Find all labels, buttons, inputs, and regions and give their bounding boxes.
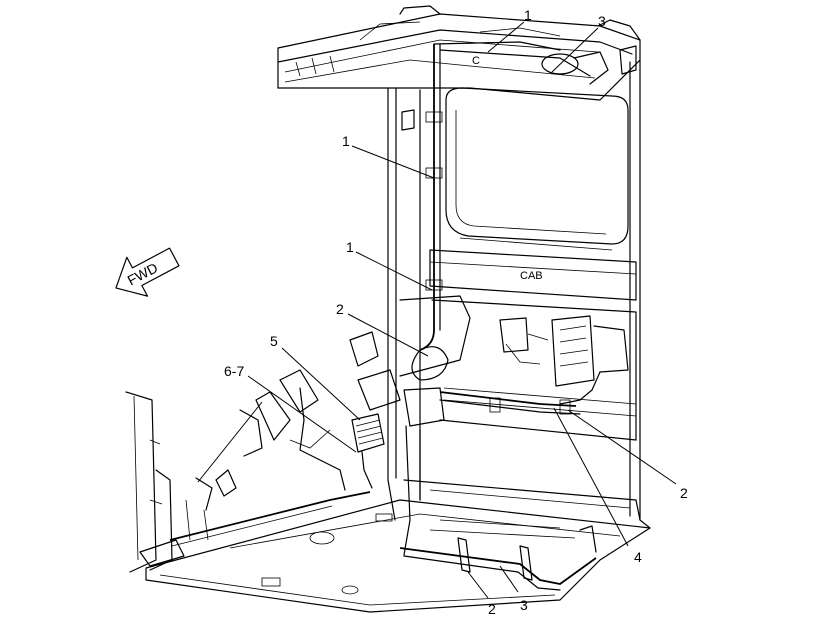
callout-5: 5 [270,333,278,349]
vertical-harness [401,41,609,351]
central-harness [239,295,581,556]
cab-structure [387,59,651,529]
fwd-arrow: FWD [115,247,180,297]
callout-2-right: 2 [680,485,688,501]
callout-2-bottom: 2 [488,601,496,617]
callout-6-7: 6-7 [224,363,244,379]
callout-1-low: 1 [346,239,354,255]
controller-module [351,413,385,489]
callout-4: 4 [634,549,642,565]
floor-harness [169,387,371,547]
ecu-panel [499,315,629,405]
callout-3-bottom: 3 [520,597,528,613]
cab-label: CAB [520,270,543,282]
callout-labels: 1 3 1 1 2 5 6-7 2 4 2 3 [224,7,688,617]
left-frame [125,391,185,573]
leader-lines [197,21,677,599]
floor-tube-harness [399,525,597,591]
callout-3-top: 3 [598,13,606,29]
c-label: C [472,55,480,67]
cab-floor [145,499,651,613]
callout-1-mid: 1 [342,133,350,149]
callout-2-upper: 2 [336,301,344,317]
roof-frame [277,5,641,101]
callout-1-top: 1 [524,7,532,23]
